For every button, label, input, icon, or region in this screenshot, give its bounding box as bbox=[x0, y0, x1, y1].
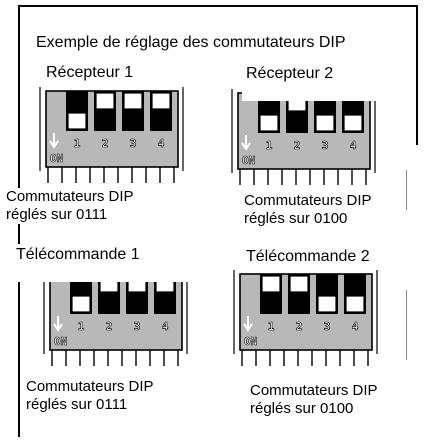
switch-number: 3 bbox=[134, 320, 141, 333]
label-remote-2: Télécommande 2 bbox=[242, 246, 374, 268]
switch-number: 4 bbox=[162, 320, 169, 333]
label-remote-1: Télécommande 1 bbox=[12, 244, 220, 282]
caption-receiver-1-line2: réglés sur 0111 bbox=[6, 206, 108, 223]
switch-number: 2 bbox=[296, 320, 303, 333]
switch-knob bbox=[151, 92, 171, 110]
caption-remote-2: Commutateurs DIP réglés sur 0100 bbox=[250, 382, 378, 418]
switch-knob bbox=[67, 112, 87, 130]
caption-remote-1-line1: Commutateurs DIP bbox=[26, 378, 154, 395]
label-receiver-2: Récepteur 2 bbox=[242, 63, 392, 101]
on-label: ON bbox=[242, 154, 255, 167]
dip-switch-remote-1: ON 1 2 3 4 bbox=[42, 270, 192, 380]
switch-number: 4 bbox=[158, 137, 165, 150]
caption-remote-1: Commutateurs DIP réglés sur 0111 bbox=[26, 378, 154, 414]
on-arrow-icon bbox=[241, 135, 251, 151]
switch-knob bbox=[343, 114, 363, 132]
switch-number: 2 bbox=[102, 137, 109, 150]
frame-right-line-bottom bbox=[406, 290, 407, 360]
on-label: ON bbox=[54, 335, 67, 348]
switch-knob bbox=[289, 275, 309, 293]
frame-right-line-lower bbox=[406, 170, 407, 210]
dip-switch-remote-2: ON 1 2 3 4 bbox=[232, 270, 382, 380]
caption-receiver-1: Commutateurs DIP réglés sur 0111 bbox=[6, 188, 134, 224]
switch-knob bbox=[123, 92, 143, 110]
dip-switch-svg: ON 1 2 3 4 bbox=[231, 89, 376, 185]
switch-knob bbox=[71, 295, 91, 313]
dip-switch-svg: ON 1 2 3 4 bbox=[39, 87, 184, 183]
dip-switch-receiver-1: ON 1 2 3 4 bbox=[38, 87, 188, 197]
switch-number: 4 bbox=[352, 320, 359, 333]
caption-remote-2-line1: Commutateurs DIP bbox=[250, 382, 378, 399]
switch-number: 2 bbox=[106, 320, 113, 333]
dip-switch-svg: ON 1 2 3 4 bbox=[233, 270, 378, 366]
dip-switch-receiver-2: ON 1 2 3 4 bbox=[230, 89, 380, 199]
switch-number: 3 bbox=[324, 320, 331, 333]
page-title: Exemple de réglage des commutateurs DIP bbox=[36, 34, 346, 51]
switch-knob bbox=[345, 295, 365, 313]
on-label: ON bbox=[244, 335, 257, 348]
switch-number: 3 bbox=[322, 139, 329, 152]
frame-right-line bbox=[416, 5, 418, 145]
switch-knob bbox=[317, 295, 337, 313]
on-arrow-icon bbox=[49, 133, 59, 149]
switch-number: 4 bbox=[350, 139, 357, 152]
on-label: ON bbox=[50, 152, 63, 165]
switch-knob bbox=[261, 275, 281, 293]
switch-knob bbox=[315, 114, 335, 132]
switch-knob bbox=[259, 114, 279, 132]
caption-receiver-1-line1: Commutateurs DIP bbox=[6, 188, 134, 205]
switch-number: 1 bbox=[266, 139, 273, 152]
caption-receiver-2: Commutateurs DIP réglés sur 0100 bbox=[244, 192, 372, 228]
caption-receiver-2-line2: réglés sur 0100 bbox=[244, 210, 348, 227]
label-receiver-1: Récepteur 1 bbox=[42, 62, 138, 84]
switch-number: 1 bbox=[74, 137, 81, 150]
switch-number: 3 bbox=[130, 137, 137, 150]
switch-number: 2 bbox=[294, 139, 301, 152]
on-arrow-icon bbox=[243, 316, 253, 332]
caption-receiver-2-line1: Commutateurs DIP bbox=[244, 192, 372, 209]
on-arrow-icon bbox=[53, 316, 63, 332]
switch-knob bbox=[95, 92, 115, 110]
dip-switch-svg: ON 1 2 3 4 bbox=[43, 270, 188, 366]
frame-top-line bbox=[18, 5, 418, 7]
switch-number: 1 bbox=[78, 320, 85, 333]
caption-remote-2-line2: réglés sur 0100 bbox=[250, 400, 354, 417]
switch-number: 1 bbox=[268, 320, 275, 333]
caption-remote-1-line2: réglés sur 0111 bbox=[26, 396, 128, 413]
